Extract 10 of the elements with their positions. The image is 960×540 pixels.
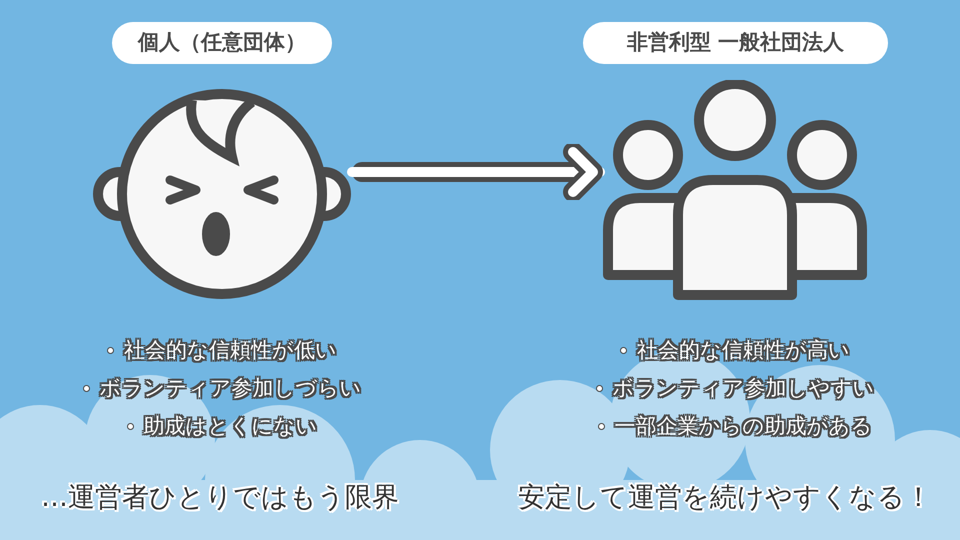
summary-text: …運営者ひとりではもう限界 — [40, 481, 400, 515]
title-pill: 個人（任意団体） — [112, 22, 332, 64]
bullet-text: 社会的な信頼性が高い — [637, 337, 850, 364]
bullet-text: ボランティア参加しづらい — [100, 375, 362, 402]
bullet-text: 社会的な信頼性が低い — [124, 337, 337, 364]
summary-text: 安定して運営を続けやすくなる！ — [517, 481, 933, 515]
title-pill: 非営利型 一般社団法人 — [583, 22, 888, 64]
people-group-icon — [600, 80, 870, 302]
bullet-text: 一部企業からの助成がある — [614, 413, 872, 440]
bullet-text: 助成はとくにない — [144, 413, 318, 440]
